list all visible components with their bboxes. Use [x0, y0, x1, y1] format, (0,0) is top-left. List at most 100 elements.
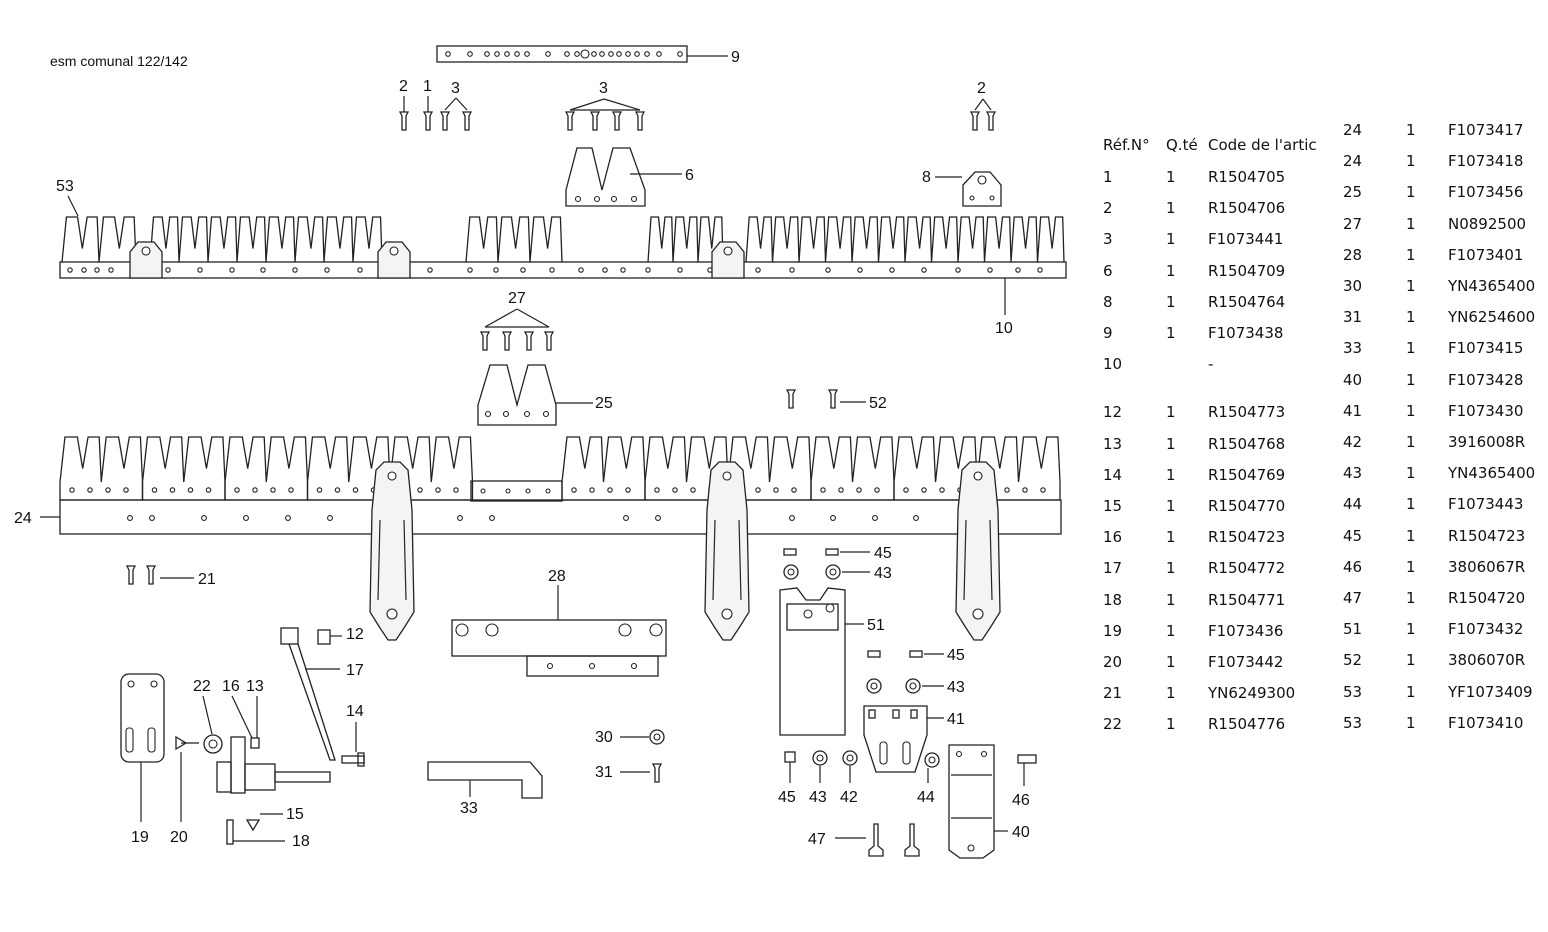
cell-ref: 2: [1103, 199, 1113, 218]
cell-qty: 1: [1166, 653, 1176, 671]
screw-icon: [439, 111, 451, 131]
bolt-46: 46: [1012, 754, 1037, 809]
cell-code: YF1073409: [1448, 682, 1533, 701]
cell-qty: 1: [1406, 245, 1416, 264]
hole-icon: [589, 487, 595, 493]
screw-icon: [479, 331, 491, 351]
cell-code: F1073410: [1448, 713, 1524, 732]
callout-45-bottom: 45: [778, 789, 796, 806]
callout-24: 24: [14, 510, 32, 527]
knife-section: [745, 216, 1065, 263]
cell-code: 3916008R: [1448, 433, 1526, 451]
hole-icon: [921, 487, 927, 493]
screw-icon: [969, 111, 981, 131]
hole-icon: [789, 515, 795, 521]
hole-icon: [857, 267, 863, 273]
cell-code: N0892500: [1448, 214, 1527, 233]
hole-icon: [677, 267, 683, 273]
hole-icon: [316, 487, 323, 493]
cell-ref: 17: [1103, 559, 1123, 578]
cell-code: F1073430: [1448, 401, 1524, 420]
hole-icon: [94, 267, 100, 273]
cell-ref: 52: [1343, 651, 1363, 670]
cell-ref: 28: [1343, 245, 1363, 264]
cell-code: F1073401: [1448, 245, 1524, 264]
screw-icon: [827, 389, 839, 409]
knife-section: [389, 436, 474, 501]
callout-13: 13: [246, 678, 264, 695]
cell-qty: 1: [1406, 464, 1416, 483]
cell-code: R1504723: [1448, 526, 1526, 545]
bolt-icon: [904, 823, 920, 857]
callout-3-mid: 3: [599, 80, 608, 97]
cell-qty: 1: [1406, 651, 1416, 670]
cell-qty: 1: [1166, 590, 1176, 609]
cell-code: F1073432: [1448, 620, 1524, 639]
knife-section: [224, 436, 309, 501]
callout-14: 14: [346, 703, 364, 720]
cell-ref: 6: [1103, 261, 1113, 280]
cell-ref: 8: [1103, 292, 1113, 311]
cell-ref: 12: [1103, 403, 1123, 422]
callout-47: 47: [808, 831, 826, 848]
knife-section: [647, 216, 724, 263]
cell-ref: 15: [1103, 497, 1123, 515]
cell-ref: 9: [1103, 324, 1113, 342]
hole-icon: [1037, 267, 1043, 273]
hole-icon: [435, 487, 441, 493]
hole-icon: [913, 515, 919, 521]
hole-icon: [578, 267, 584, 273]
cell-code: YN6249300: [1208, 684, 1296, 703]
bolt-14: 14: [341, 703, 365, 767]
callout-9: 9: [731, 49, 740, 66]
hole-icon: [81, 267, 87, 273]
callout-3: 3: [451, 80, 460, 97]
hole-icon: [285, 515, 291, 521]
screw-icon: [785, 389, 797, 409]
cell-qty: 1: [1166, 715, 1176, 734]
knife-section: [810, 436, 895, 501]
hole-icon: [187, 487, 194, 493]
cell-code: R1504769: [1208, 465, 1286, 484]
hole-icon: [955, 267, 961, 273]
callout-51: 51: [867, 617, 885, 634]
cell-code: R1504776: [1208, 715, 1286, 734]
hole-icon: [288, 487, 294, 493]
hole-icon: [165, 267, 171, 273]
hole-icon: [820, 487, 826, 493]
guard: [369, 461, 415, 641]
cell-code: F1073438: [1208, 324, 1284, 342]
callout-1: 1: [423, 78, 432, 95]
hole-icon: [889, 267, 895, 273]
cell-qty: 1: [1406, 557, 1416, 576]
hole-icon: [545, 488, 551, 494]
hole-icon: [127, 515, 133, 521]
hole-icon: [484, 51, 490, 57]
cell-qty: 1: [1406, 401, 1416, 420]
bolt-icon: [868, 823, 884, 857]
header-code: Code de l'article: [1208, 136, 1318, 154]
cell-qty: 1: [1406, 713, 1416, 732]
knife-section: [465, 216, 563, 263]
hole-icon: [607, 487, 613, 493]
cell-qty: 1: [1406, 277, 1416, 295]
part-19-plate: 19 20: [120, 673, 188, 846]
cell-ref: 53: [1343, 682, 1363, 701]
hole-icon: [467, 267, 473, 273]
callout-45-lower: 45: [947, 647, 965, 664]
hole-icon: [791, 487, 797, 493]
cell-ref: 31: [1343, 308, 1363, 327]
cell-ref: 40: [1343, 370, 1363, 389]
callout-43-bottom: 43: [809, 789, 827, 806]
cell-code: YN6254600: [1448, 308, 1536, 327]
callout-31: 31: [595, 764, 613, 781]
hole-icon: [608, 51, 614, 57]
cell-ref: 43: [1343, 464, 1363, 483]
screws-top-left: 2 1 3: [398, 78, 473, 131]
cell-qty: 1: [1166, 324, 1176, 342]
callout-2-right: 2: [977, 80, 986, 97]
knife-section: [306, 436, 391, 501]
knife-clip: [711, 241, 745, 279]
upper-knife-assembly: 53 10: [56, 178, 1067, 337]
cell-ref: 1: [1103, 168, 1113, 186]
